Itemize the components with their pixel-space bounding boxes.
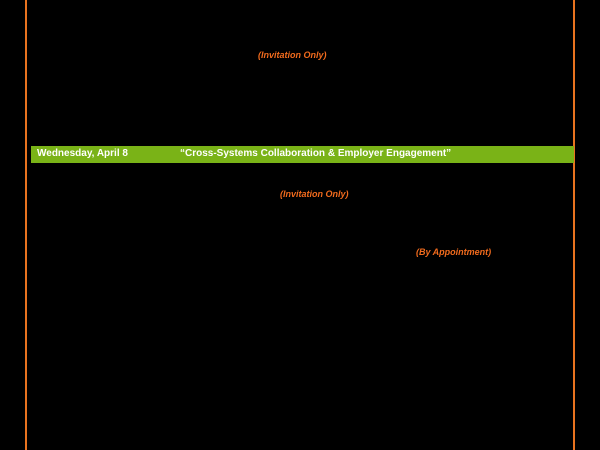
banner-date: Wednesday, April 8 bbox=[37, 148, 128, 159]
invitation-only-note: (Invitation Only) bbox=[258, 50, 327, 60]
invitation-only-note-2: (Invitation Only) bbox=[280, 189, 349, 199]
page-border-right bbox=[573, 0, 575, 450]
page-border-left bbox=[25, 0, 27, 450]
banner-session-title: “Cross-Systems Collaboration & Employer … bbox=[180, 148, 452, 159]
by-appointment-note: (By Appointment) bbox=[416, 247, 492, 257]
day-banner: Wednesday, April 8 “Cross-Systems Collab… bbox=[31, 146, 574, 163]
